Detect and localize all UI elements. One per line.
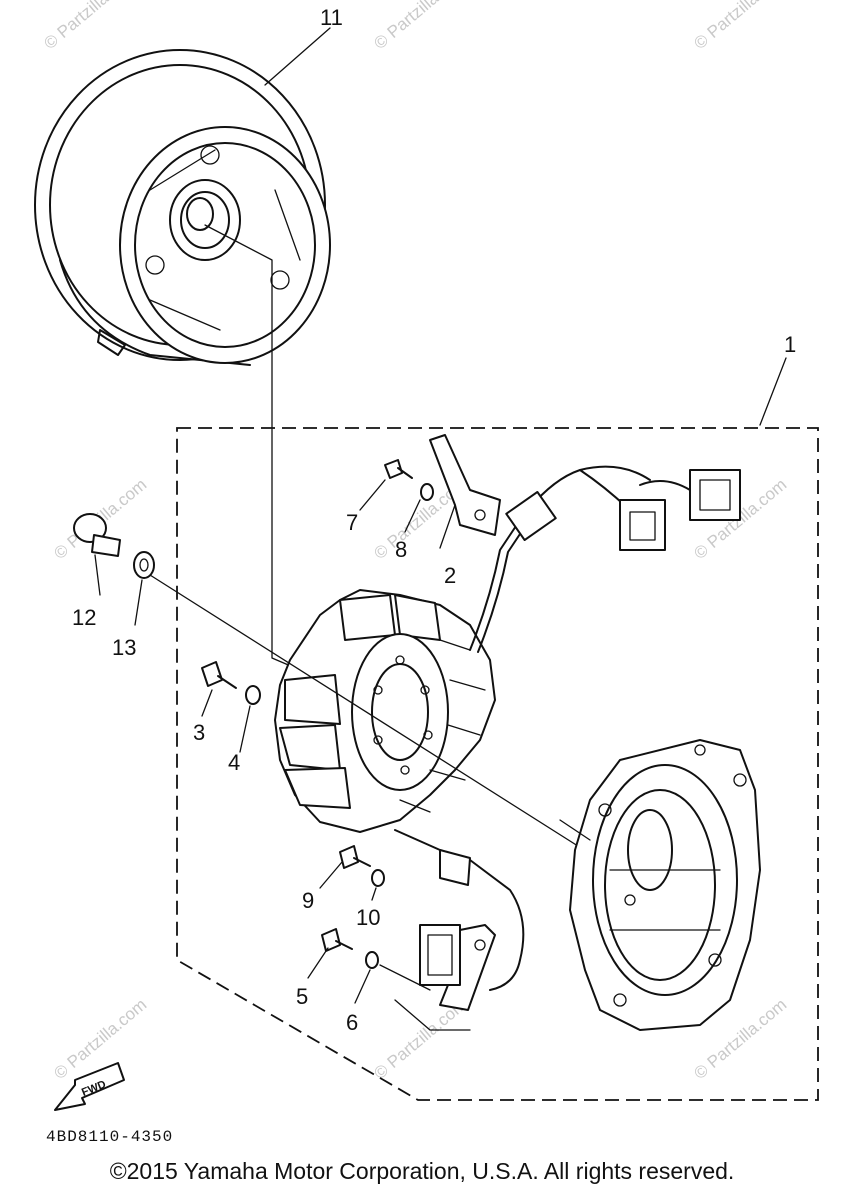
screw-7 (384, 459, 413, 479)
callout-11: 11 (320, 5, 343, 30)
screw-9 (339, 845, 371, 869)
diagram-part-code: 4BD8110-4350 (46, 1128, 174, 1146)
callout-5: 5 (296, 984, 308, 1009)
callout-13: 13 (112, 635, 136, 660)
lead-wire-bracket (429, 434, 501, 536)
callout-1: 1 (784, 332, 796, 357)
callout-9: 9 (302, 888, 314, 913)
callout-3: 3 (193, 720, 205, 745)
leader-lines (94, 27, 787, 1004)
flywheel-rotor (34, 49, 331, 366)
callout-labels: 11 1 7 8 2 12 13 3 4 9 10 5 6 (72, 5, 796, 1035)
callout-6: 6 (346, 1010, 358, 1035)
washer-6 (365, 951, 379, 969)
screw-3 (201, 661, 237, 689)
pickup-coil-assembly (394, 829, 525, 1031)
callout-2: 2 (444, 563, 456, 588)
assembly-boundary (176, 427, 819, 1101)
alignment-line (204, 224, 301, 671)
stator-cover (559, 739, 761, 1031)
alignment-line (149, 574, 601, 861)
screw-5 (321, 928, 353, 952)
watermark: © Partzilla.com (40, 0, 140, 53)
copyright-notice: ©2015 Yamaha Motor Corporation, U.S.A. A… (109, 1158, 735, 1184)
callout-7: 7 (346, 510, 358, 535)
callout-4: 4 (228, 750, 240, 775)
bolt-12 (73, 513, 121, 557)
washer-4 (245, 685, 261, 705)
washer-13 (133, 551, 155, 579)
washer-10 (371, 869, 385, 887)
stator-coil (274, 589, 496, 833)
callout-10: 10 (356, 905, 380, 930)
callout-12: 12 (72, 605, 96, 630)
callout-8: 8 (395, 537, 407, 562)
wiring-harness (469, 465, 741, 653)
watermark: © Partzilla.com (690, 0, 790, 53)
alignment-line (379, 964, 431, 991)
watermark: © Partzilla.com (370, 0, 470, 53)
washer-8 (420, 483, 434, 501)
